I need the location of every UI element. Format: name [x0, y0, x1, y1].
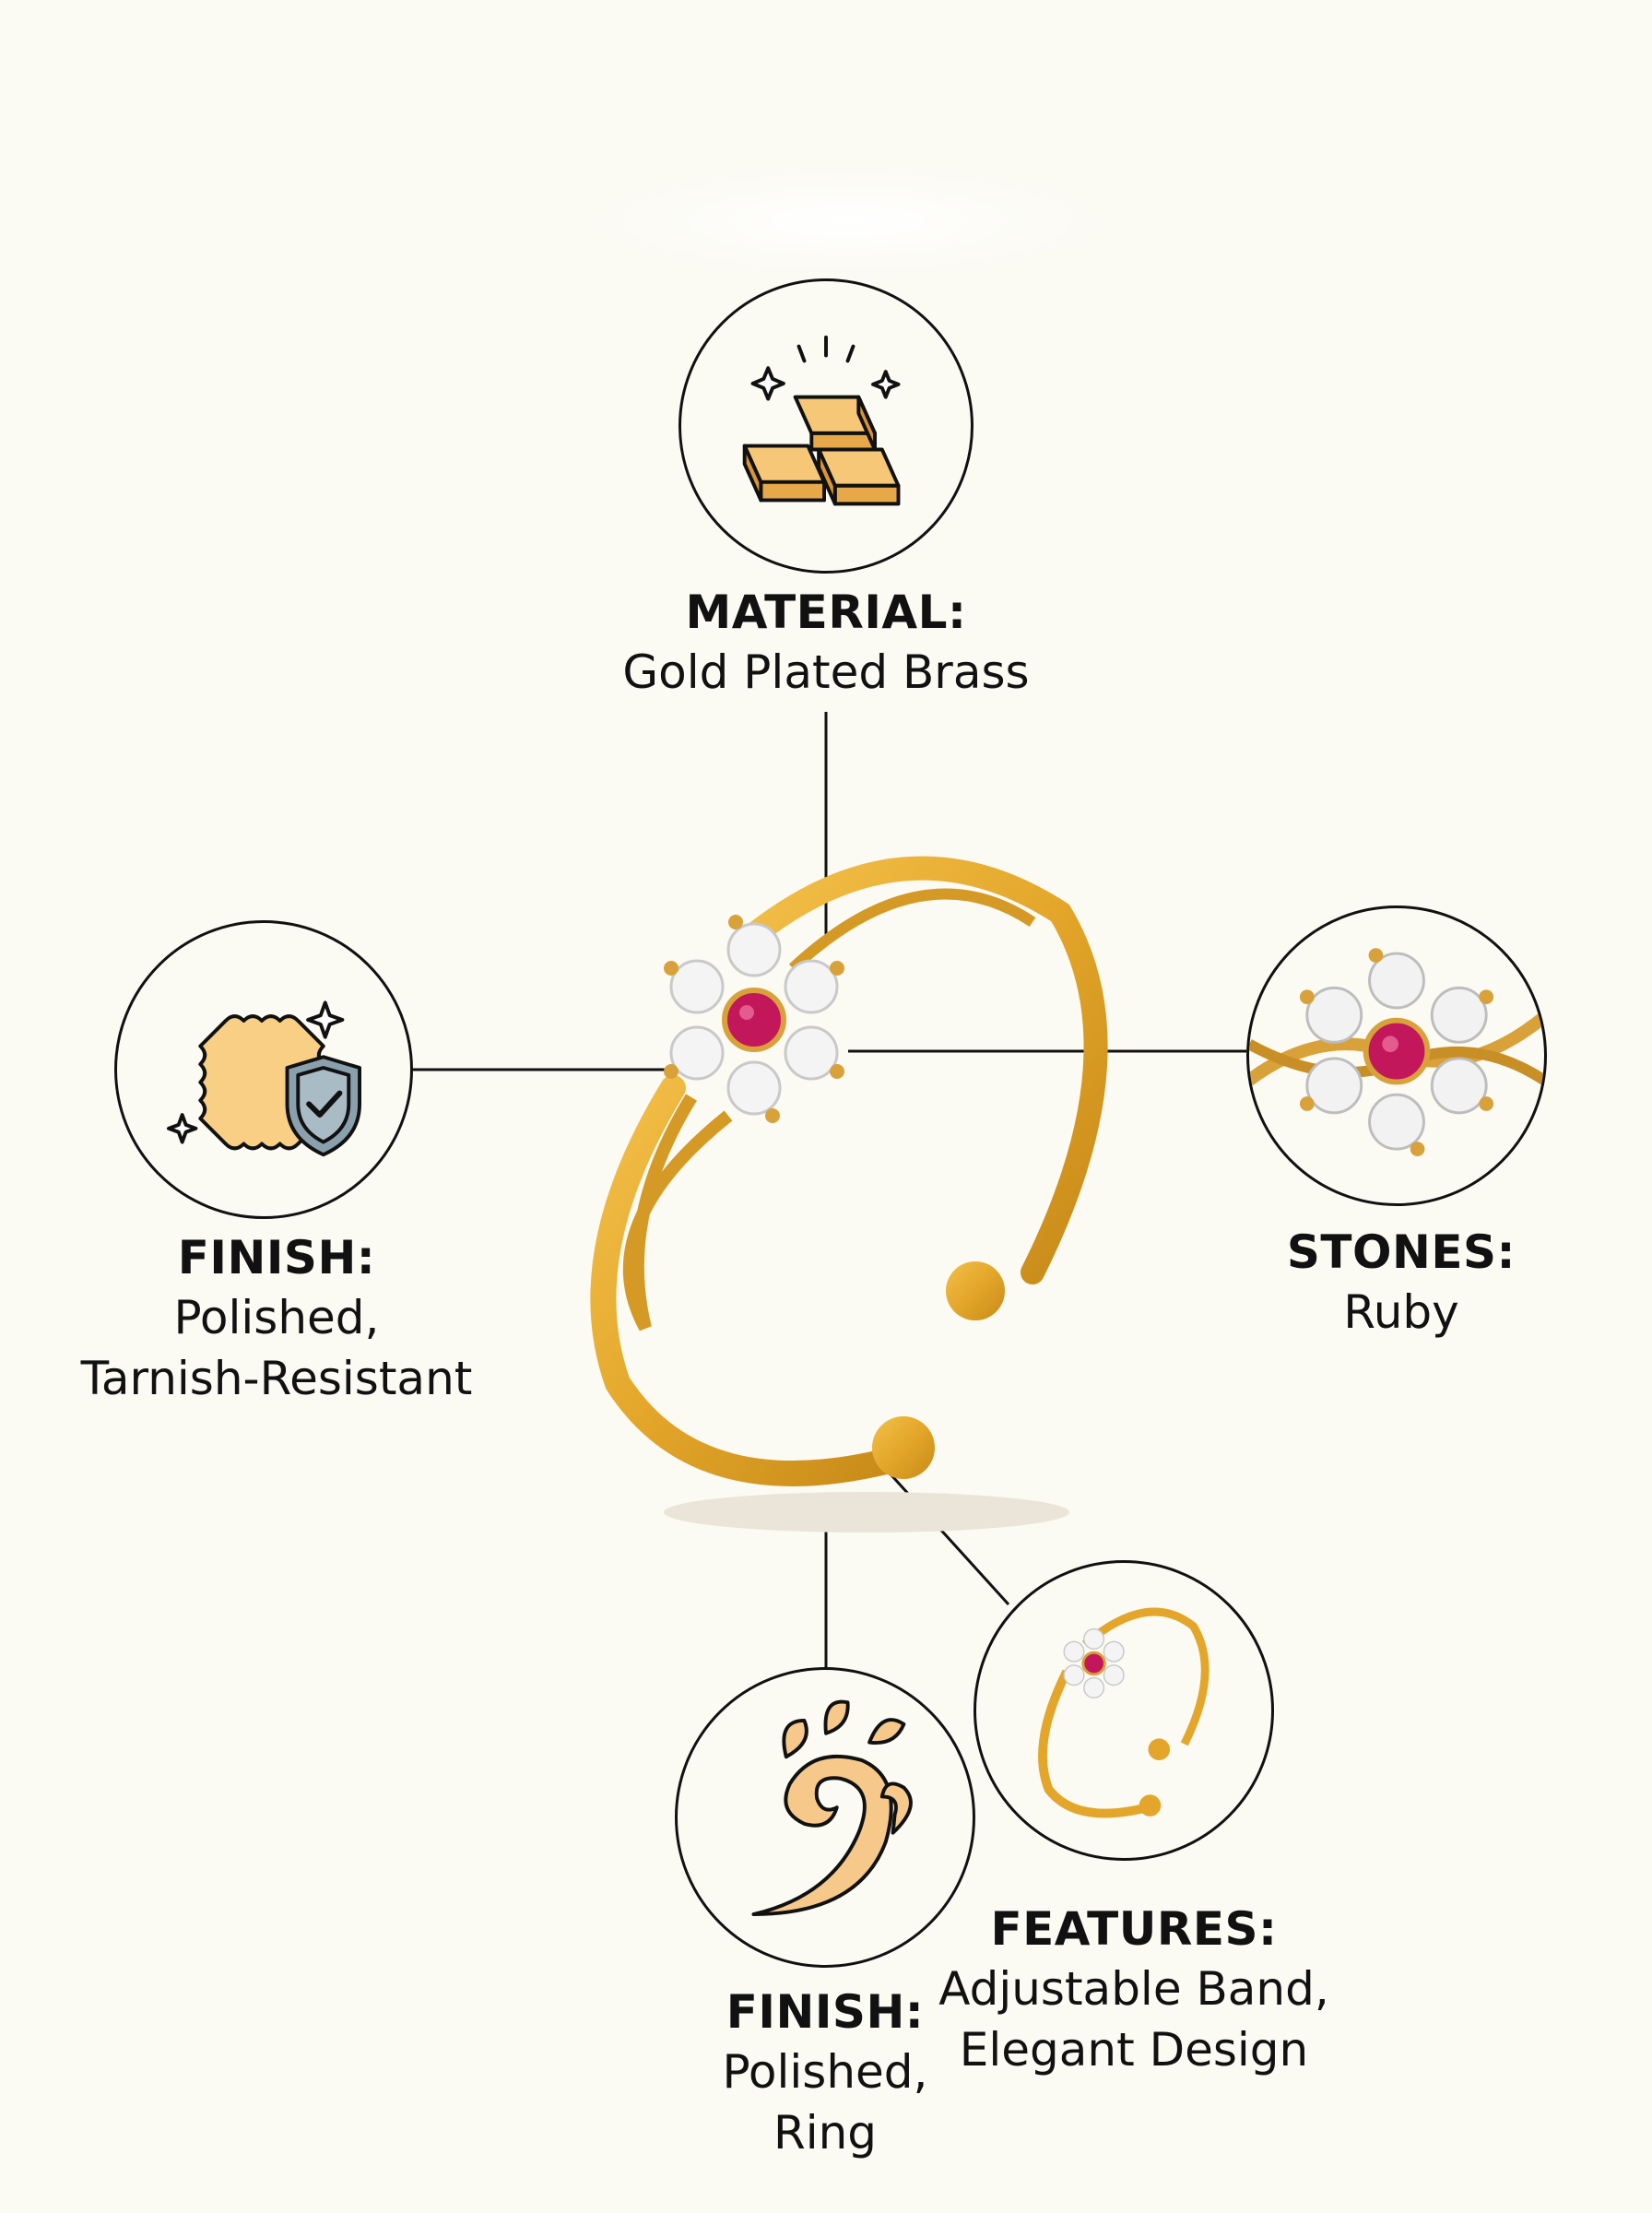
- finish-bottom-line-1: Polished,: [722, 2045, 928, 2099]
- connector-features: [881, 1464, 1010, 1606]
- ring-product-image: [590, 856, 1108, 1533]
- gold-bars-icon: [742, 335, 901, 506]
- stones-value: Ruby: [1343, 1285, 1459, 1339]
- material-title: MATERIAL:: [685, 586, 967, 639]
- flower-stone-closeup: [1249, 948, 1544, 1156]
- material-value: Gold Plated Brass: [622, 645, 1030, 699]
- features-thumbnail-circle: [974, 1560, 1274, 1861]
- finish-bottom-line-2: Ring: [773, 2106, 878, 2160]
- finish-left-label: FINISH: Polished, Tarnish-Resistant: [37, 1228, 516, 1409]
- stones-label: STONES: Ruby: [1198, 1223, 1604, 1343]
- finish-left-title: FINISH:: [177, 1231, 376, 1284]
- cloth-shield-check-icon: [166, 1000, 362, 1157]
- stones-closeup-circle: [1246, 905, 1547, 1206]
- ring-thumbnail: [1038, 1607, 1210, 1818]
- swirl-splash-icon: [751, 1699, 913, 1916]
- features-label: FEATURES: Adjustable Band, Elegant Desig…: [913, 1899, 1355, 2080]
- features-line-1: Adjustable Band,: [938, 1962, 1329, 2016]
- background-glow: [590, 166, 1106, 277]
- material-icon-circle: [678, 278, 974, 574]
- features-line-2: Elegant Design: [959, 2023, 1309, 2077]
- finish-left-icon-circle: [114, 920, 413, 1219]
- finish-left-line-2: Tarnish-Resistant: [80, 1352, 473, 1405]
- material-label: MATERIAL: Gold Plated Brass: [513, 583, 1139, 703]
- finish-bottom-icon-circle: [675, 1667, 975, 1968]
- stones-title: STONES:: [1286, 1225, 1516, 1279]
- finish-left-line-1: Polished,: [173, 1291, 380, 1344]
- finish-bottom-title: FINISH:: [726, 1985, 925, 2039]
- features-title: FEATURES:: [990, 1902, 1278, 1956]
- finish-bottom-label: FINISH: Polished, Ring: [645, 1982, 1005, 2163]
